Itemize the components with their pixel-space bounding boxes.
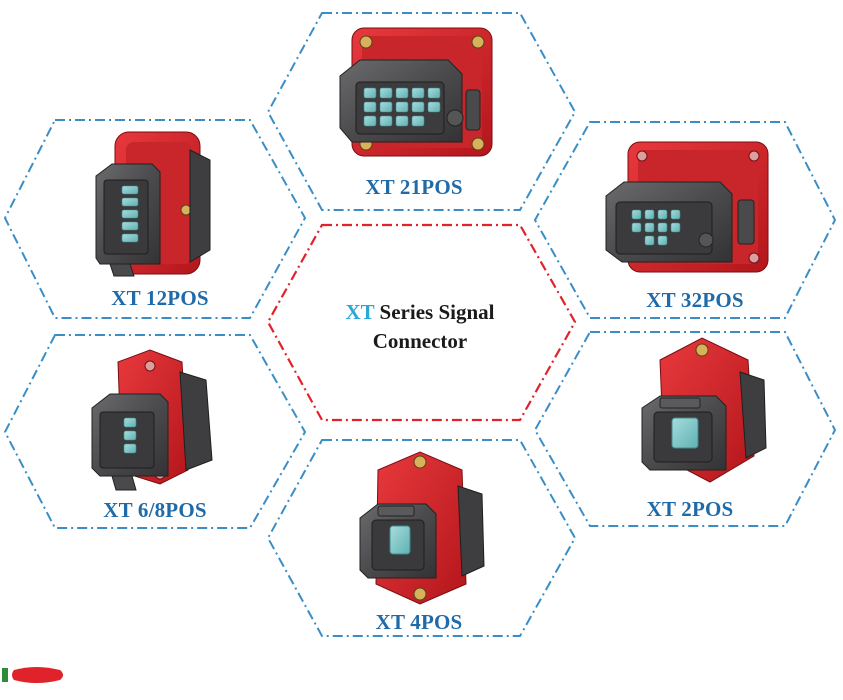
center-title-accent: XT <box>345 300 375 324</box>
hex-frame-32pos <box>533 121 837 319</box>
label-32pos: XT 32POS <box>646 288 744 312</box>
connector-32pos-image <box>605 141 769 273</box>
label-2pos: XT 2POS <box>646 497 734 521</box>
center-title-line2: Connector <box>372 329 468 353</box>
hex-frame-12pos <box>3 119 307 319</box>
hex-frame-2pos <box>533 331 837 527</box>
label-21pos: XT 21POS <box>365 175 463 199</box>
center-title-line1: Series Signal <box>379 300 495 324</box>
label-12pos: XT 12POS <box>111 286 209 310</box>
connector-4pos-image <box>359 451 485 605</box>
hex-frame-4pos <box>266 439 577 637</box>
connector-2pos-image <box>641 337 767 483</box>
label-4pos: XT 4POS <box>375 610 463 634</box>
connector-12pos-image <box>95 131 211 277</box>
hex-frame-21pos <box>266 12 577 211</box>
hex-frame-6-8pos <box>3 334 307 529</box>
connector-6-8pos-image <box>91 349 213 491</box>
label-6-8pos: XT 6/8POS <box>103 498 207 522</box>
corner-logo-mark <box>2 667 63 683</box>
hex-frame-center <box>266 223 577 422</box>
center-title: XT Series Signal Connector <box>346 298 495 356</box>
connector-21pos-image <box>339 27 493 157</box>
